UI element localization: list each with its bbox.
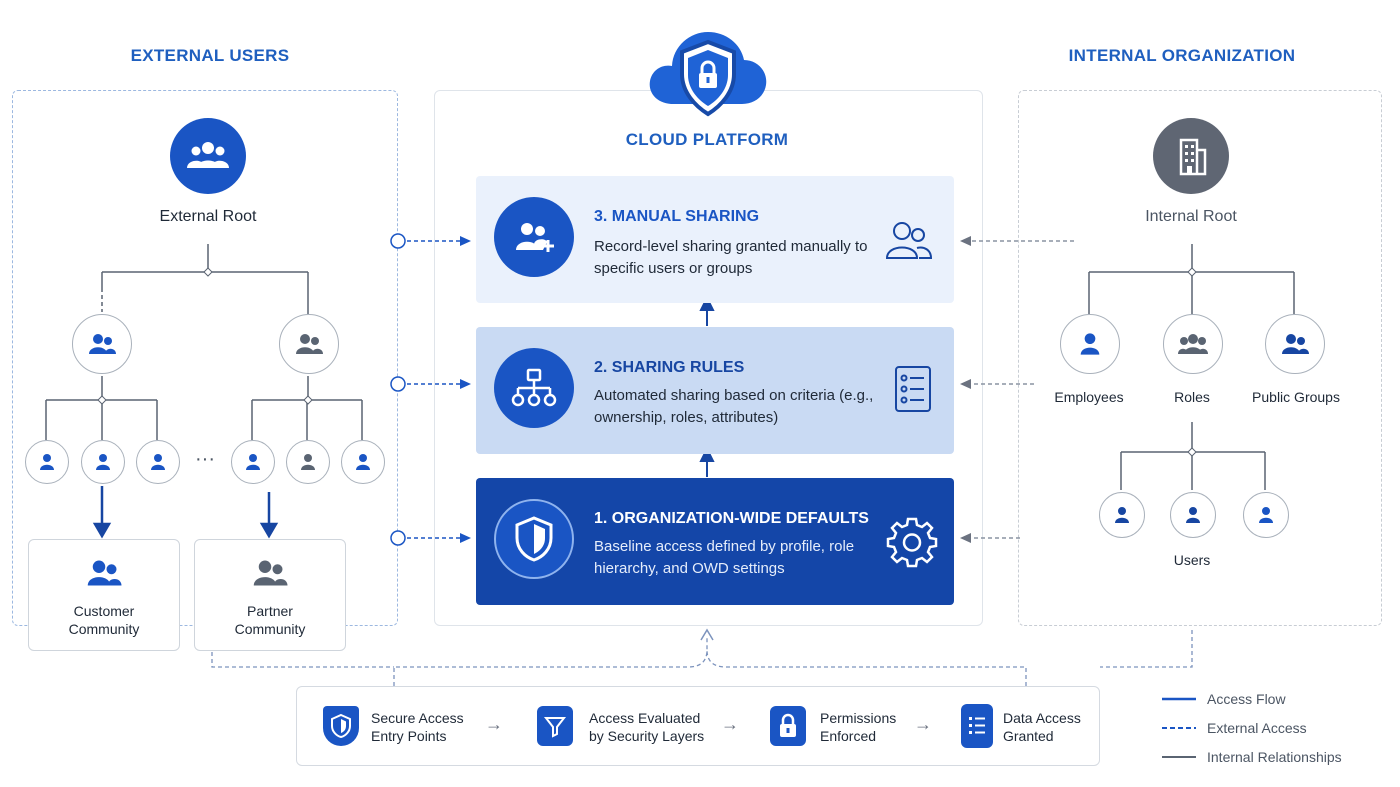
external-user-node (81, 440, 125, 484)
document-list-icon (961, 704, 993, 748)
external-user-node (231, 440, 275, 484)
customer-community-box: Customer Community (28, 539, 180, 651)
cloud-platform-title: CLOUD PLATFORM (625, 130, 789, 149)
manual-sharing-badge (494, 197, 574, 277)
external-user-node (341, 440, 385, 484)
user-group-icon (1178, 334, 1208, 354)
user-icon (356, 454, 370, 470)
sharing-rules-description: Automated sharing based on criteria (e.g… (594, 387, 874, 426)
external-user-node (286, 440, 330, 484)
user-icon (246, 454, 260, 470)
users-outline-icon (885, 222, 933, 259)
shield-icon (515, 516, 553, 562)
shield-icon (323, 706, 359, 746)
external-root-node (170, 118, 246, 194)
internal-user-node (1243, 492, 1289, 538)
arrow-right-icon: → (485, 714, 503, 734)
partner-community-label: Partner Community (234, 603, 306, 637)
public-groups-node (1265, 314, 1325, 374)
checklist-icon (895, 366, 931, 412)
process-step-1: Secure Access Entry Points (371, 710, 464, 744)
process-step-4: Data Access Granted (1003, 710, 1081, 744)
process-step-2: Access Evaluated by Security Layers (589, 710, 705, 744)
gear-icon (886, 517, 938, 568)
internal-user-node (1170, 492, 1216, 538)
hierarchy-icon (511, 368, 557, 407)
external-users-title: EXTERNAL USERS (130, 46, 290, 65)
user-icon (1259, 507, 1273, 523)
filter-icon (537, 706, 573, 746)
process-step-3: Permissions Enforced (820, 710, 897, 744)
user-group-icon (87, 560, 122, 586)
user-icon (40, 454, 54, 470)
users-group-icon (187, 142, 229, 168)
user-icon (151, 454, 165, 470)
legend-access-flow: Access Flow (1207, 691, 1286, 707)
access-process-flow: Secure Access Entry Points → Access Eval… (296, 686, 1100, 766)
internal-root-label: Internal Root (1145, 208, 1237, 225)
employees-node (1060, 314, 1120, 374)
external-root-label: External Root (159, 208, 257, 225)
add-user-icon (516, 223, 554, 252)
public-groups-label: Public Groups (1252, 389, 1340, 405)
user-icon (1115, 507, 1129, 523)
users-label: Users (1173, 552, 1211, 568)
cloud-shield-icon (646, 20, 770, 125)
roles-node (1163, 314, 1223, 374)
legend-internal-relationships: Internal Relationships (1207, 749, 1342, 765)
user-group-icon (89, 334, 116, 354)
external-user-node (25, 440, 69, 484)
external-user-node (136, 440, 180, 484)
external-customer-group-node (72, 314, 132, 374)
building-icon (1179, 138, 1207, 176)
user-icon (301, 454, 315, 470)
internal-user-node (1099, 492, 1145, 538)
customer-community-label: Customer Community (68, 603, 140, 637)
arrow-right-icon: → (721, 714, 739, 734)
sharing-rules-layer: 2. SHARING RULES Automated sharing based… (476, 327, 954, 454)
external-partner-group-node (279, 314, 339, 374)
roles-label: Roles (1174, 389, 1210, 405)
internal-organization-title: INTERNAL ORGANIZATION (1068, 46, 1296, 65)
lock-icon (770, 706, 806, 746)
organization-wide-defaults-layer: 1. ORGANIZATION-WIDE DEFAULTS Baseline a… (476, 478, 954, 605)
user-group-icon (296, 334, 323, 354)
user-group-icon (1282, 334, 1309, 354)
legend-external-access: External Access (1207, 720, 1307, 736)
internal-organization-panel (1018, 90, 1382, 626)
manual-sharing-description: Record-level sharing granted manually to… (594, 238, 868, 277)
sharing-rules-badge (494, 348, 574, 428)
owd-badge (494, 499, 574, 579)
manual-sharing-title: 3. MANUAL SHARING (594, 208, 760, 225)
user-icon (1186, 507, 1200, 523)
user-icon (1080, 333, 1100, 355)
internal-root-node (1153, 118, 1229, 194)
owd-title: 1. ORGANIZATION-WIDE DEFAULTS (594, 510, 869, 527)
partner-community-box: Partner Community (194, 539, 346, 651)
arrow-right-icon: → (914, 714, 932, 734)
manual-sharing-layer: 3. MANUAL SHARING Record-level sharing g… (476, 176, 954, 303)
ellipsis: ··· (195, 448, 215, 470)
user-icon (96, 454, 110, 470)
user-group-icon (253, 560, 288, 586)
employees-label: Employees (1054, 389, 1124, 405)
owd-description: Baseline access defined by profile, role… (594, 538, 855, 577)
sharing-rules-title: 2. SHARING RULES (594, 359, 745, 376)
